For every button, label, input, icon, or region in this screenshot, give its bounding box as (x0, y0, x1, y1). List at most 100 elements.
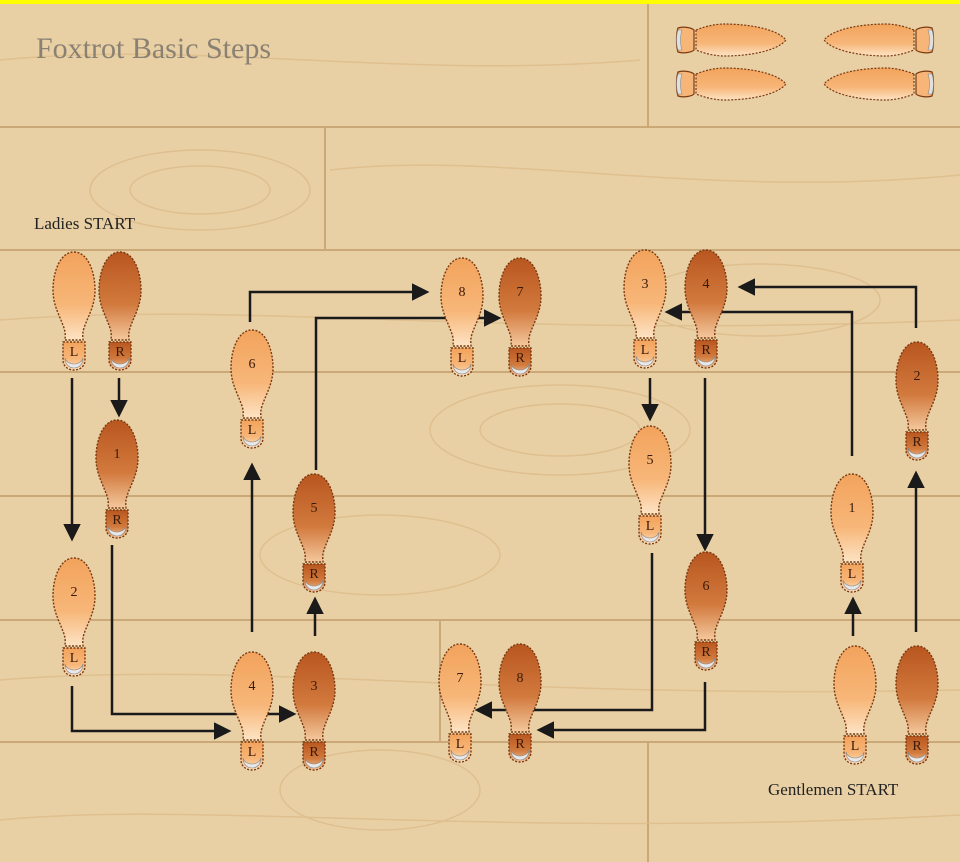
legend-heel-cap (927, 29, 934, 51)
legend-sole (823, 23, 915, 57)
shoe-sole (52, 557, 96, 647)
shoe-sole (623, 249, 667, 339)
foot-letter: L (848, 567, 857, 582)
grain-knot (129, 165, 271, 215)
step-arrows (63, 278, 925, 740)
shoe-sole (684, 551, 728, 641)
footprint-ladies-step-6: 6L (230, 329, 274, 449)
arrow-ladies-1-to-3 (110, 545, 297, 723)
foot-letter: R (112, 513, 122, 528)
step-number: 4 (249, 679, 256, 694)
step-number: 1 (114, 447, 121, 462)
grain-line (0, 813, 960, 825)
shoe-sole (230, 329, 274, 419)
footprint-ladies-step-4: 4L (230, 651, 274, 771)
arrow-ladies-2-to-4 (70, 686, 232, 740)
foot-letter: R (701, 645, 711, 660)
heel-cap (907, 751, 927, 763)
shoe-legend (675, 23, 935, 101)
foot-letter: R (309, 567, 319, 582)
footprint-ladies-step-5: 5R (292, 473, 336, 593)
shoe-sole (895, 645, 939, 735)
footprint-gents-step-4: 4R (684, 249, 728, 369)
foot-letter: L (646, 519, 655, 534)
grain-knot (429, 384, 691, 476)
heel-cap (304, 757, 324, 769)
legend-sole (695, 23, 787, 57)
foot-letter: L (641, 343, 650, 358)
heel-cap (510, 363, 530, 375)
arrow-ladies-5-to-7 (314, 309, 502, 470)
heel-cap (107, 525, 127, 537)
foot-letter: L (458, 351, 467, 366)
heel-cap (696, 355, 716, 367)
heel-cap (110, 357, 130, 369)
foot-letter: R (515, 351, 525, 366)
arrow-gents-2-to-4 (737, 278, 918, 328)
arrow-gents-1-to-3 (664, 303, 854, 456)
step-number: 8 (459, 285, 466, 300)
shoe-sole (438, 643, 482, 733)
step-number: 3 (311, 679, 318, 694)
heel-cap (842, 579, 862, 591)
shoe-sole (498, 643, 542, 733)
step-number: 5 (647, 453, 654, 468)
step-number: 7 (517, 285, 524, 300)
footprint-gents-start-right: R (895, 645, 939, 765)
legend-heel-cap (676, 73, 683, 95)
plank-seams (0, 4, 960, 862)
heel-cap (635, 355, 655, 367)
footprint-gents-step-1: 1L (830, 473, 874, 593)
shoe-sole (628, 425, 672, 515)
legend-sole (823, 67, 915, 101)
footprint-gents-step-5: 5L (628, 425, 672, 545)
step-number: 7 (457, 671, 464, 686)
heel-cap (450, 749, 470, 761)
shoe-sole (833, 645, 877, 735)
footprint-ladies-step-2: 2L (52, 557, 96, 677)
grain-knot (89, 149, 311, 231)
heel-cap (696, 657, 716, 669)
shoe-sole (95, 419, 139, 509)
foot-letter: R (309, 745, 319, 760)
footprint-gents-step-8: 8R (498, 643, 542, 763)
shoe-sole (292, 473, 336, 563)
heel-cap (64, 357, 84, 369)
shoe-sole (292, 651, 336, 741)
right-shoe-filled-icon (823, 67, 935, 101)
grain-line (0, 673, 960, 693)
shoe-sole (230, 651, 274, 741)
heel-cap (242, 435, 262, 447)
step-number: 2 (914, 369, 921, 384)
heel-cap (64, 663, 84, 675)
footprint-gents-step-2: 2R (895, 341, 939, 461)
left-shoe-filled-icon (823, 23, 935, 57)
step-number: 3 (642, 277, 649, 292)
foot-letter: L (248, 745, 257, 760)
grain-knot (479, 403, 641, 457)
grain-knot (259, 514, 501, 596)
foot-letter: R (912, 739, 922, 754)
footprint-ladies-step-3: 3R (292, 651, 336, 771)
footprint-gents-step-7: 7L (438, 643, 482, 763)
step-number: 6 (703, 579, 710, 594)
left-shoe-outline-icon (675, 23, 787, 57)
footprint-gents-step-3: 3L (623, 249, 667, 369)
arrow-ladies-6-to-8 (248, 283, 430, 322)
gentlemen-start-label: Gentlemen START (768, 780, 899, 799)
foot-letter: R (115, 345, 125, 360)
footprint-ladies-step-1: 1R (95, 419, 139, 539)
step-number: 8 (517, 671, 524, 686)
shoe-sole (684, 249, 728, 339)
shoe-sole (498, 257, 542, 347)
grain-line (0, 53, 641, 67)
foot-letter: R (701, 343, 711, 358)
grain-line (329, 164, 960, 183)
foot-letter: R (912, 435, 922, 450)
foot-letter: L (248, 423, 257, 438)
legend-heel-cap (927, 73, 934, 95)
heel-cap (242, 757, 262, 769)
shoe-sole (830, 473, 874, 563)
right-shoe-outline-icon (675, 67, 787, 101)
